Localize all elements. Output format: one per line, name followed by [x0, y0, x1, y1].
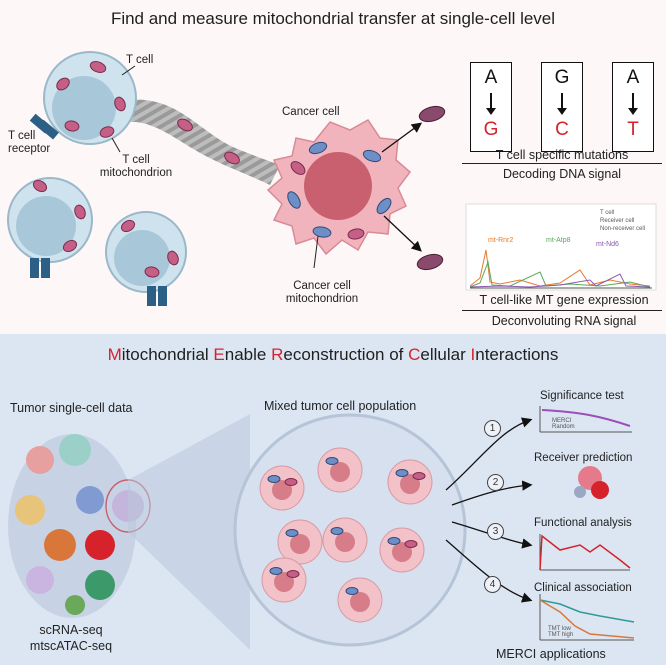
ref-base: G: [554, 67, 570, 88]
mito-pink-icon: [284, 478, 298, 486]
cell-nucleus: [330, 462, 350, 482]
nanotube: [128, 99, 280, 185]
rna-line1: T cell-like MT gene expression: [479, 293, 649, 307]
mito-blue-icon: [267, 475, 281, 483]
label-cancer-cell: Cancer cell: [282, 106, 340, 118]
label-t-cell-mito: T cell mitochondrion: [99, 154, 173, 179]
rna-chart: [465, 203, 657, 291]
title-part: ellular: [420, 345, 471, 364]
label-cancer-mito: Cancer cell mitochondrion: [285, 280, 359, 305]
rna-gene-2: mt-Atp8: [546, 237, 571, 244]
rna-rule: [462, 310, 662, 312]
applications-title: MERCI applications: [496, 647, 606, 661]
application-arrows: [445, 417, 533, 603]
mito-blue-icon: [330, 527, 344, 535]
cell-nucleus: [335, 532, 355, 552]
dna-rule-1: [462, 163, 662, 165]
mixed-label: Mixed tumor cell population: [264, 399, 417, 413]
assay-2: mtscATAC-seq: [29, 639, 113, 653]
rna-legend-2: Receiver cell: [600, 218, 635, 224]
app1-legend-1: MERCI: [552, 418, 572, 424]
app4-legend-2: TMT high: [548, 632, 574, 638]
zoom-cone: [128, 414, 250, 650]
tumor-label: Tumor single-cell data: [10, 401, 133, 415]
mito-pink-icon: [412, 472, 426, 480]
app1-legend-2: Random: [552, 424, 575, 430]
app4-legend-1: TMT low: [548, 626, 571, 632]
ref-base: A: [626, 67, 640, 88]
title-part: E: [213, 345, 225, 364]
clinical-plot: [539, 594, 635, 641]
mito-blue-icon: [269, 567, 283, 575]
rna-line2: Deconvoluting RNA signal: [491, 314, 637, 328]
functional-plot: [539, 534, 631, 571]
tsne-cluster: [8, 434, 144, 618]
step-number-3: 3: [487, 523, 504, 540]
bottom-title: Mitochondrial Enable Reconstruction of C…: [0, 345, 666, 365]
title-part: R: [271, 345, 284, 364]
ref-base: A: [484, 67, 498, 88]
alt-base: T: [627, 119, 639, 140]
label-t-cell: T cell: [126, 54, 154, 66]
title-part: nable: [224, 345, 272, 364]
mito-blue-icon: [325, 457, 339, 465]
title-part: itochondrial: [121, 345, 214, 364]
mito-blue-icon: [345, 587, 359, 595]
label-t-cell-receptor: T cell receptor: [8, 130, 51, 155]
cell-nucleus: [350, 592, 370, 612]
app-label-2: Receiver prediction: [534, 452, 633, 464]
significance-plot: [539, 406, 632, 433]
t-cell-lower-right: [105, 211, 187, 306]
cancer-cell: [266, 119, 412, 256]
assay-1: scRNA-seq: [39, 623, 103, 637]
mito-blue-icon: [285, 529, 299, 537]
rna-gene-3: mt-Nd6: [596, 241, 619, 248]
app-label-4: Clinical association: [534, 582, 632, 594]
mutation-box-3: A T: [612, 62, 654, 152]
title-part: I: [470, 345, 476, 364]
step-number-2: 2: [487, 474, 504, 491]
top-title: Find and measure mitochondrial transfer …: [110, 9, 556, 28]
title-part: C: [408, 345, 421, 364]
mito-pink-icon: [404, 540, 418, 548]
rna-gene-1: mt-Rnr2: [488, 237, 514, 244]
mixed-cells: [259, 447, 433, 623]
mutation-box-2: G C: [541, 62, 583, 152]
mito-blue-icon: [395, 469, 409, 477]
title-part: M: [107, 345, 122, 364]
step-number-1: 1: [484, 420, 501, 437]
mito-pink-icon: [286, 570, 300, 578]
alt-base: C: [555, 119, 569, 140]
alt-base: G: [483, 119, 499, 140]
dna-line2: Decoding DNA signal: [502, 167, 622, 181]
mito-blue-icon: [387, 537, 401, 545]
app-label-3: Functional analysis: [534, 517, 632, 529]
rna-legend-1: T cell: [600, 210, 615, 216]
cell-nucleus: [290, 534, 310, 554]
title-part: econstruction of: [283, 345, 409, 364]
app-label-1: Significance test: [540, 390, 624, 402]
dna-line1: T cell specific mutations: [495, 148, 629, 162]
t-cell-receptor-icon: [29, 113, 59, 140]
step-number-4: 4: [484, 576, 501, 593]
title-part: nteractions: [475, 345, 559, 364]
tube-mitochondria: [177, 118, 240, 165]
receiver-plot: [574, 466, 609, 499]
rna-legend-3: Non-receiver cell: [600, 226, 646, 232]
t-cell-main: [29, 51, 137, 145]
t-cell-lower-left: [7, 177, 93, 278]
mutation-box-1: A G: [470, 62, 512, 152]
